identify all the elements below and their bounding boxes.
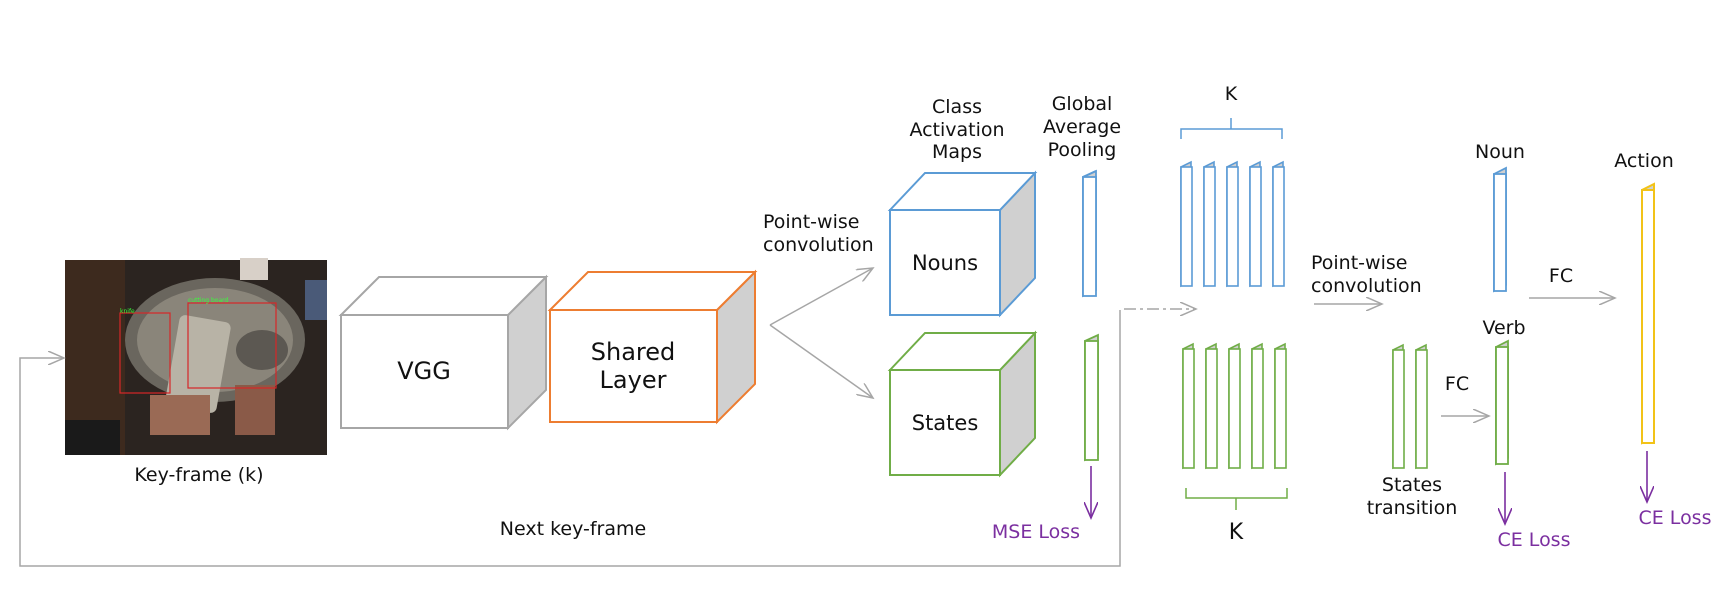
gap-label-line3: Pooling — [1048, 139, 1117, 161]
feedback-loop-line — [19, 310, 1121, 567]
k-state-vectors — [1182, 342, 1287, 470]
states-transition-label-line2: transition — [1367, 497, 1458, 519]
noun-output-vector — [1493, 166, 1507, 293]
verb-output-vector — [1495, 339, 1509, 466]
nouns-block — [887, 170, 1038, 318]
ce-loss-action-label: CE Loss — [1639, 507, 1712, 529]
keyframe-image: knife cutting board — [65, 258, 327, 455]
k-noun-vector-3 — [1226, 160, 1239, 288]
states-transition-vector-2 — [1415, 343, 1428, 470]
k-bottom-label: K — [1229, 520, 1244, 545]
k-top-label: K — [1225, 83, 1238, 105]
photo-tag-knife: knife — [120, 308, 135, 315]
nouns-label: Nouns — [912, 251, 978, 275]
states-transition-vector-1 — [1392, 343, 1405, 470]
ce-loss-verb-label: CE Loss — [1498, 529, 1571, 551]
pooled-state-vector — [1084, 333, 1099, 462]
noun-label: Noun — [1475, 141, 1525, 163]
k-state-vector-2 — [1205, 342, 1218, 470]
vgg-block — [338, 274, 549, 431]
k-top-bracket-icon — [1180, 118, 1283, 139]
k-noun-vector-2 — [1203, 160, 1216, 288]
states-transition-label-line1: States — [1382, 474, 1442, 496]
cam-label-line2: Activation — [909, 119, 1004, 141]
photo-tag-board: cutting board — [188, 297, 229, 304]
pointwise-conv-label-line2: convolution — [763, 234, 874, 256]
gap-label-line1: Global — [1052, 93, 1113, 115]
pointwise-conv-label-line1: Point-wise — [763, 211, 859, 233]
mse-loss-label: MSE Loss — [992, 521, 1080, 543]
states-block — [887, 330, 1038, 478]
fc-mid-label: FC — [1445, 373, 1469, 395]
gap-label-line2: Average — [1043, 116, 1121, 138]
pooled-noun-vector — [1082, 169, 1097, 298]
k-noun-vector-5 — [1272, 160, 1285, 288]
arrow-to-states — [769, 324, 873, 398]
k-state-vector-5 — [1274, 342, 1287, 470]
k-state-vector-4 — [1251, 342, 1264, 470]
pointwise-conv2-label-line1: Point-wise — [1311, 252, 1407, 274]
fc-top-label: FC — [1549, 265, 1573, 287]
k-noun-vector-4 — [1249, 160, 1262, 288]
vgg-label: VGG — [397, 357, 451, 385]
action-output-vector — [1641, 182, 1655, 445]
shared-layer-label-line1: Shared — [591, 338, 676, 366]
cam-label-line1: Class — [932, 96, 982, 118]
cam-label-line3: Maps — [932, 141, 982, 163]
k-state-vector-1 — [1182, 342, 1195, 470]
k-bottom-bracket-icon — [1185, 488, 1288, 510]
k-noun-vectors — [1180, 160, 1285, 288]
states-label: States — [912, 411, 979, 435]
next-keyframe-label: Next key-frame — [500, 518, 646, 540]
shared-layer-block — [547, 269, 758, 425]
states-transition-vectors — [1392, 343, 1428, 470]
k-state-vector-3 — [1228, 342, 1241, 470]
pointwise-conv2-label-line2: convolution — [1311, 275, 1422, 297]
action-label: Action — [1614, 150, 1674, 172]
arrow-to-nouns — [769, 268, 873, 326]
verb-label: Verb — [1482, 317, 1525, 339]
keyframe-caption: Key-frame (k) — [134, 464, 263, 486]
shared-layer-label-line2: Layer — [600, 366, 667, 394]
k-noun-vector-1 — [1180, 160, 1193, 288]
